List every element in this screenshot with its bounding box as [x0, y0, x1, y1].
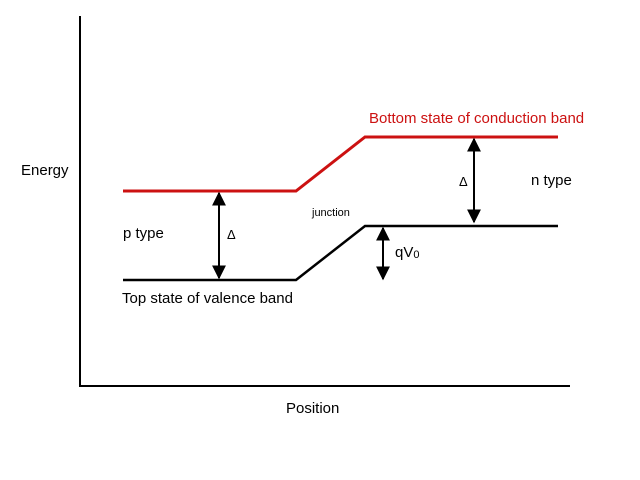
junction-label: junction — [311, 207, 350, 219]
qv-subscript: 0 — [413, 249, 419, 261]
qv-text: qV — [395, 244, 413, 261]
p-type-label: p type — [123, 225, 164, 242]
band-gap-label-left: Δ — [227, 227, 236, 242]
conduction-band-line — [123, 135, 558, 193]
valence-band-label: Top state of valence band — [122, 290, 293, 307]
x-axis-label: Position — [286, 400, 339, 417]
built-in-potential-label: qV0 — [395, 244, 419, 261]
n-type-label: n type — [531, 172, 572, 189]
valence-band-line — [123, 224, 558, 282]
y-axis-label: Energy — [21, 162, 69, 179]
conduction-band-label: Bottom state of conduction band — [369, 110, 584, 127]
band-gap-label-right: Δ — [459, 174, 468, 189]
